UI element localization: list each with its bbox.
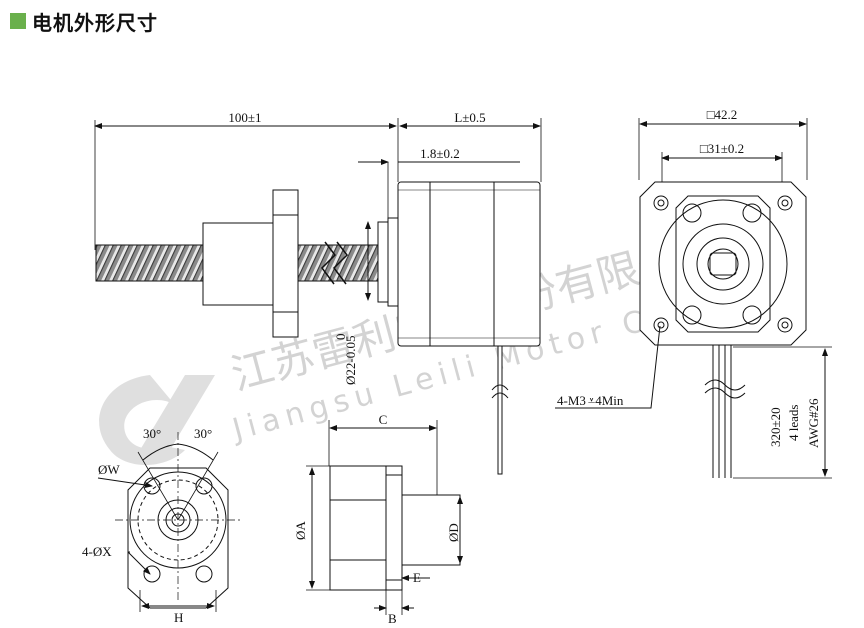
mount-holes-label: 4-M3⩡4Min bbox=[557, 393, 624, 408]
lead-length-label: 320±20 bbox=[768, 407, 783, 447]
body-length-label: L±0.5 bbox=[454, 110, 485, 125]
section-header: 电机外形尺寸 bbox=[10, 8, 158, 35]
boss-length-label: 1.8±0.2 bbox=[420, 146, 460, 161]
angle-left-label: 30° bbox=[143, 426, 161, 441]
shaft-length-label: 100±1 bbox=[228, 110, 261, 125]
watermark-logo-icon bbox=[99, 375, 215, 465]
e-label: E bbox=[413, 570, 421, 585]
leads-count-label: 4 leads bbox=[786, 405, 801, 441]
bullet-square-icon bbox=[10, 13, 26, 29]
square-inner-label: □31±0.2 bbox=[700, 141, 744, 156]
angle-right-label: 30° bbox=[194, 426, 212, 441]
nut-side-view bbox=[306, 420, 463, 615]
square-outer-label: □42.2 bbox=[707, 107, 738, 122]
boss-diameter-upper: 0 bbox=[333, 334, 348, 341]
c-label: C bbox=[379, 412, 388, 427]
side-view bbox=[94, 118, 542, 475]
a-label: ØA bbox=[293, 521, 308, 540]
boss-diameter-label: Ø22-0.05 bbox=[343, 336, 358, 385]
page-title: 电机外形尺寸 bbox=[32, 10, 158, 35]
b-label: B bbox=[388, 611, 397, 626]
front-view bbox=[555, 118, 832, 479]
x-label: 4-ØX bbox=[82, 544, 112, 559]
nut-front-view bbox=[97, 432, 240, 612]
h-label: H bbox=[174, 610, 183, 625]
w-label: ØW bbox=[98, 462, 120, 477]
awg-label: AWG#26 bbox=[806, 398, 821, 448]
d-label: ØD bbox=[446, 523, 461, 542]
